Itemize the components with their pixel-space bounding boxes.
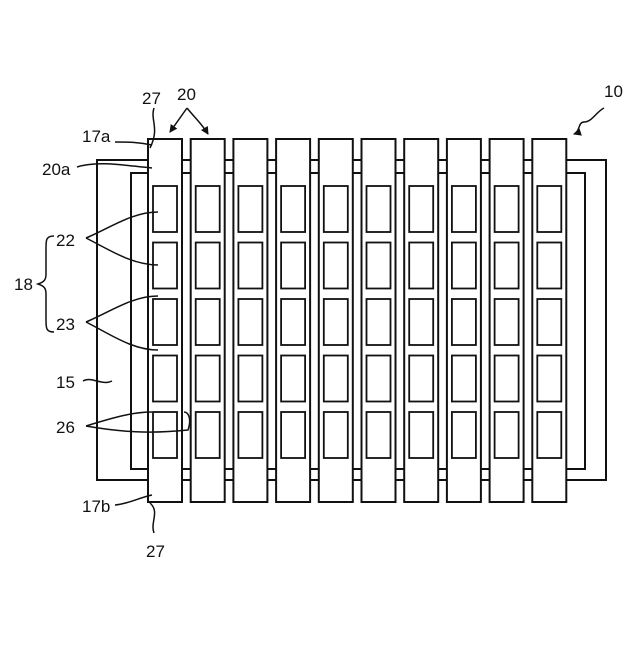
- cell-5-3: [324, 299, 348, 345]
- cell-4-4: [281, 356, 305, 402]
- cell-2-4: [196, 356, 220, 402]
- cell-10-3: [537, 299, 561, 345]
- label-27-top: 27: [142, 89, 161, 108]
- label-15: 15: [56, 373, 75, 392]
- cell-3-5: [238, 412, 262, 458]
- cell-2-3: [196, 299, 220, 345]
- cell-9-1: [495, 186, 519, 232]
- cell-7-5: [409, 412, 433, 458]
- leader-27-bottom: [150, 503, 155, 533]
- cell-2-5: [196, 412, 220, 458]
- cell-8-4: [452, 356, 476, 402]
- cell-1-3: [153, 299, 177, 345]
- label-27-bottom: 27: [146, 542, 165, 561]
- leader-20a: [77, 164, 152, 168]
- cell-7-2: [409, 243, 433, 289]
- leader-17a: [115, 142, 152, 145]
- cell-1-4: [153, 356, 177, 402]
- cell-5-1: [324, 186, 348, 232]
- cell-6-3: [367, 299, 391, 345]
- cell-7-3: [409, 299, 433, 345]
- cell-8-3: [452, 299, 476, 345]
- cell-4-2: [281, 243, 305, 289]
- cell-8-5: [452, 412, 476, 458]
- label-20: 20: [177, 85, 196, 104]
- cell-10-1: [537, 186, 561, 232]
- cell-7-4: [409, 356, 433, 402]
- cell-6-1: [367, 186, 391, 232]
- cell-8-2: [452, 243, 476, 289]
- cell-10-2: [537, 243, 561, 289]
- cell-9-2: [495, 243, 519, 289]
- cell-7-1: [409, 186, 433, 232]
- leader-10: [574, 108, 604, 134]
- cell-4-3: [281, 299, 305, 345]
- cell-3-4: [238, 356, 262, 402]
- label-17b: 17b: [82, 497, 110, 516]
- cell-9-3: [495, 299, 519, 345]
- cell-1-5: [153, 412, 177, 458]
- group-brace-18: [38, 236, 54, 332]
- cell-5-4: [324, 356, 348, 402]
- strip-array: [148, 139, 566, 502]
- label-22: 22: [56, 231, 75, 250]
- cell-2-1: [196, 186, 220, 232]
- leader-26-a: [86, 412, 152, 426]
- cell-8-1: [452, 186, 476, 232]
- label-23: 23: [56, 315, 75, 334]
- cell-4-1: [281, 186, 305, 232]
- cell-5-5: [324, 412, 348, 458]
- leader-20-right: [187, 108, 208, 134]
- cell-10-4: [537, 356, 561, 402]
- label-10: 10: [604, 82, 623, 101]
- cell-5-2: [324, 243, 348, 289]
- cell-9-5: [495, 412, 519, 458]
- cell-3-1: [238, 186, 262, 232]
- cell-1-1: [153, 186, 177, 232]
- cell-3-3: [238, 299, 262, 345]
- label-18: 18: [14, 275, 33, 294]
- cell-6-2: [367, 243, 391, 289]
- leader-17b: [115, 495, 152, 505]
- cell-10-5: [537, 412, 561, 458]
- cell-4-5: [281, 412, 305, 458]
- label-17a: 17a: [82, 127, 111, 146]
- label-26: 26: [56, 418, 75, 437]
- cell-3-2: [238, 243, 262, 289]
- cell-6-4: [367, 356, 391, 402]
- cell-6-5: [367, 412, 391, 458]
- cell-2-2: [196, 243, 220, 289]
- label-20a: 20a: [42, 160, 71, 179]
- cell-9-4: [495, 356, 519, 402]
- leader-20-left: [170, 108, 187, 132]
